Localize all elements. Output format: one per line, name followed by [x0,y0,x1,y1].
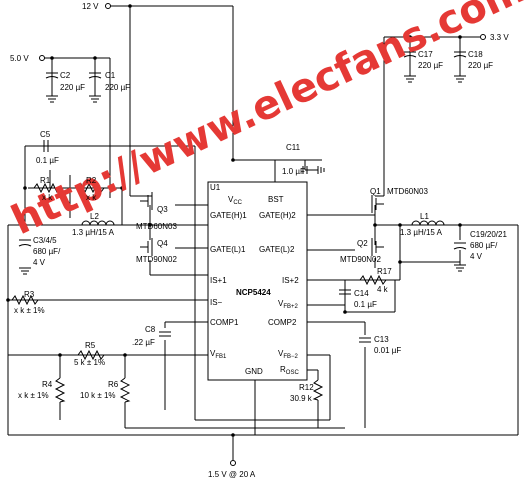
pin-gate-h2: GATE(H)2 [259,211,296,220]
c345-ref: C3/4/5 [33,236,57,245]
pin-gate-l1: GATE(L)1 [210,245,246,254]
r4-ref: R4 [42,380,53,389]
pin-is-plus1: IS+1 [210,276,227,285]
q2-part: MTD90N02 [340,255,381,264]
c2-ref: C2 [60,71,71,80]
junctions [6,4,462,437]
c192021-value: 680 µF/ [470,241,498,250]
mosfet-symbols [140,192,384,256]
c345-voltage: 4 V [33,258,46,267]
q4-ref: Q4 [157,239,168,248]
c8-value: .22 µF [132,338,155,347]
q3-ref: Q3 [157,205,168,214]
r17-value: 4 k [377,285,389,294]
c1-ref: C1 [105,71,116,80]
r2-value: x k [86,193,97,202]
pin-rosc: ROSC [280,365,299,376]
resistor-symbols [11,182,387,403]
c5-value: 0.1 µF [36,156,59,165]
r5-value: 5 k ± 1% [74,358,105,367]
r6-value: 10 k ± 1% [80,391,116,400]
q1-part: MTD60N03 [387,187,428,196]
q4-part: MTD90N02 [136,255,177,264]
q2-ref: Q2 [357,239,368,248]
pin-gnd: GND [245,367,263,376]
pin-bst: BST [268,195,284,204]
rail-12v-label: 12 V [82,2,99,11]
c2-value: 220 µF [60,83,85,92]
c14-value: 0.1 µF [354,300,377,309]
rail-3v3-label: 3.3 V [490,33,509,42]
r17-ref: R17 [377,267,392,276]
inductor-symbols [81,220,445,226]
capacitor-symbols [18,51,467,343]
c17-ref: C17 [418,50,433,59]
terminals [39,3,486,466]
pin-gate-l2: GATE(L)2 [259,245,295,254]
pin-vfb-plus2: VFB+2 [278,299,299,310]
c17-value: 220 µF [418,61,443,70]
c192021-voltage: 4 V [470,252,483,261]
l1-ref: L1 [420,212,429,221]
rail-1v5-label: 1.5 V @ 20 A [208,470,256,479]
c1-value: 220 µF [105,83,130,92]
ic-ref: U1 [210,183,221,192]
r3-ref: R3 [24,290,35,299]
c192021-ref: C19/20/21 [470,230,507,239]
pin-is-plus2: IS+2 [282,276,299,285]
c11-ref: C11 [286,143,301,152]
r12-ref: R12 [299,383,314,392]
r3-value: x k ± 1% [14,306,45,315]
ic-body [207,181,308,381]
r1-value: x k [42,193,53,202]
pin-vfb-minus2: VFB−2 [278,349,299,360]
r12-value: 30.9 k [290,394,313,403]
pin-vfb1: VFB1 [210,349,227,360]
c18-value: 220 µF [468,61,493,70]
c345-value: 680 µF/ [33,247,61,256]
c18-ref: C18 [468,50,483,59]
q3-part: MTD60N03 [136,222,177,231]
c13-value: 0.01 µF [374,346,401,355]
l2-value: 1.3 µH/15 A [72,228,115,237]
wiring [7,5,519,460]
q1-ref: Q1 [370,187,381,196]
pin-comp1: COMP1 [210,318,239,327]
rail-5v-label: 5.0 V [10,54,29,63]
c13-ref: C13 [374,335,389,344]
l1-value: 1.3 µH/15 A [400,228,443,237]
r5-ref: R5 [85,341,96,350]
pin-comp2: COMP2 [268,318,297,327]
c14-ref: C14 [354,289,369,298]
c11-value: 1.0 µF [282,167,305,176]
r2-ref: R2 [86,176,97,185]
c5-ref: C5 [40,130,51,139]
pin-is-minus: IS− [210,298,223,307]
c8-ref: C8 [145,325,156,334]
r1-ref: R1 [40,176,51,185]
l2-ref: L2 [90,212,99,221]
pin-gate-h1: GATE(H)1 [210,211,247,220]
pin-vcc: VCC [228,195,243,206]
r4-value: x k ± 1% [18,391,49,400]
ic-name: NCP5424 [236,288,271,297]
ground-symbols [19,75,466,275]
r6-ref: R6 [108,380,119,389]
